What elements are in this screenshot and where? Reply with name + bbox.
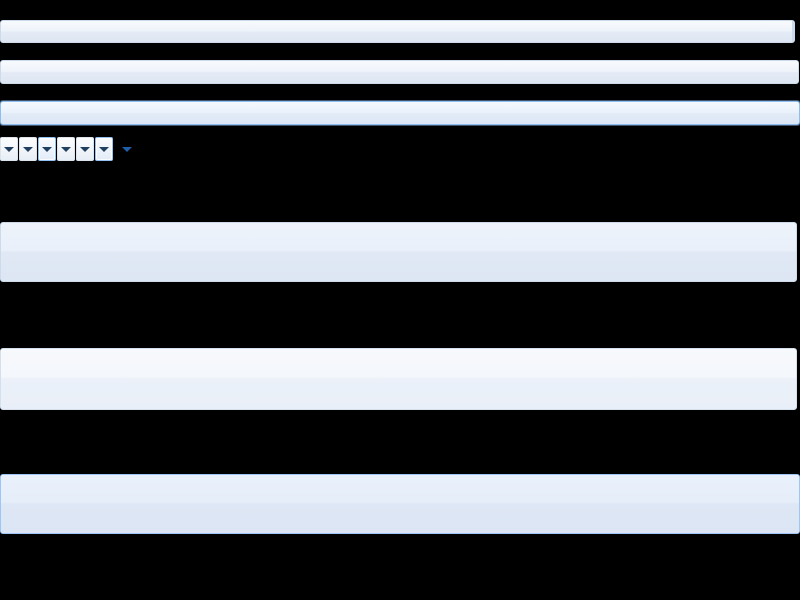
text-field-1[interactable] [0, 20, 795, 43]
dropdown-button-3[interactable] [38, 137, 56, 161]
list-item[interactable] [1, 487, 799, 491]
chevron-down-icon [99, 146, 109, 152]
chevron-down-icon [80, 146, 90, 152]
chevron-down-icon [42, 146, 52, 152]
dropdown-button-2[interactable] [19, 137, 37, 161]
text-field-2-value [1, 61, 798, 67]
dropdown-button-5[interactable] [76, 137, 94, 161]
list-item[interactable] [1, 235, 796, 239]
text-field-3[interactable] [0, 101, 800, 125]
list-item[interactable] [1, 361, 796, 365]
chevron-down-icon [61, 146, 71, 152]
text-field-1-value [1, 21, 794, 27]
list-panel-1[interactable] [0, 222, 797, 282]
field-1-edge-mark [792, 21, 794, 42]
list-panel-2[interactable] [0, 348, 797, 410]
list-panel-3[interactable] [0, 474, 800, 534]
text-field-3-value [1, 102, 799, 108]
text-field-2[interactable] [0, 60, 799, 84]
chevron-down-icon[interactable] [122, 146, 132, 152]
dropdown-button-row [0, 137, 132, 161]
chevron-down-icon [4, 146, 14, 152]
dropdown-button-1[interactable] [0, 137, 18, 161]
dropdown-button-4[interactable] [57, 137, 75, 161]
dropdown-button-6[interactable] [95, 137, 113, 161]
chevron-down-icon [23, 146, 33, 152]
